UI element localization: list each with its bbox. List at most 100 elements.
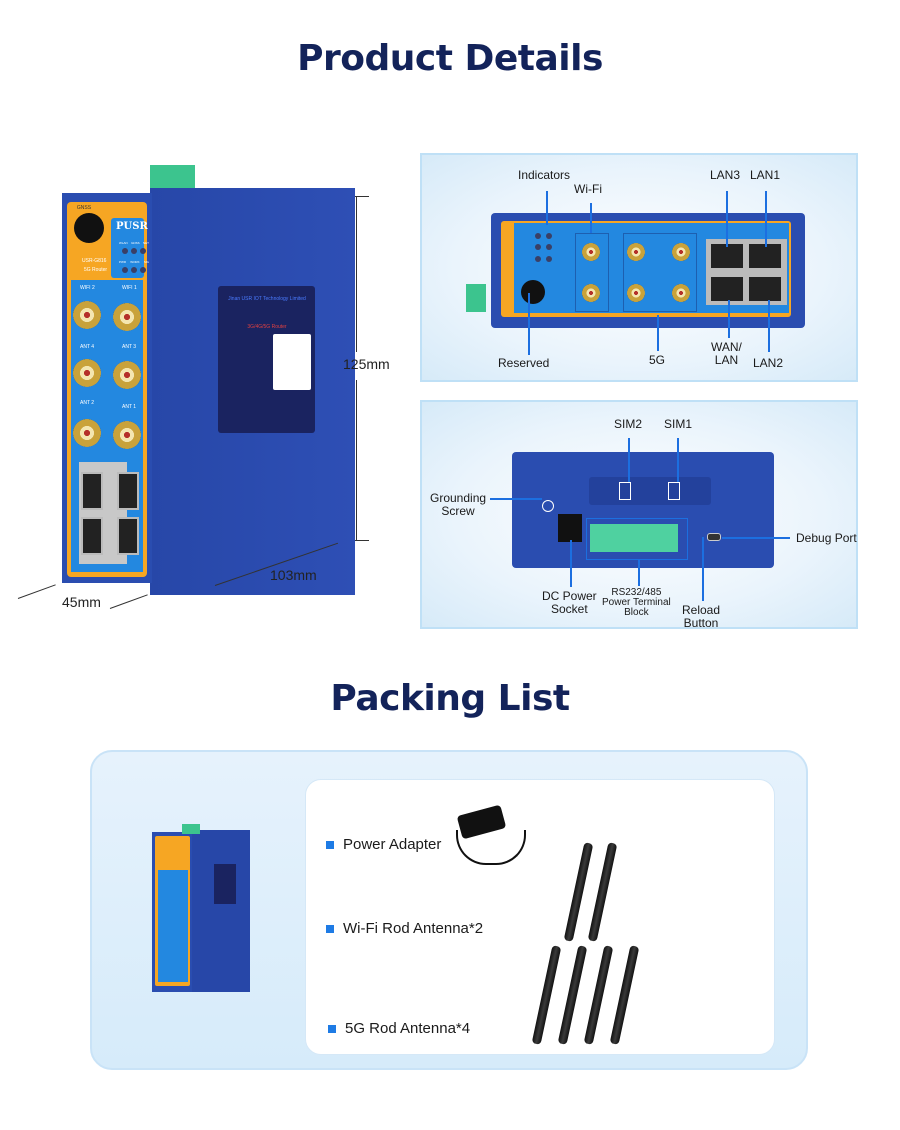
led-indicator [131, 267, 137, 273]
sim2-label: SIM2 [614, 417, 643, 431]
packing-item-label: Wi-Fi Rod Antenna*2 [343, 920, 484, 937]
5g-antenna-image [531, 945, 562, 1045]
led-indicator [546, 256, 552, 262]
packing-list-box: Power Adapter Wi-Fi Rod Antenna*2 5G Rod… [90, 750, 808, 1070]
sim1-label: SIM1 [664, 417, 693, 431]
antenna-connector [113, 361, 141, 389]
led-indicator [140, 267, 146, 273]
product-details-title: Product Details [297, 38, 603, 79]
sticker-product: 3G/4G/5G Router [247, 324, 287, 330]
led-indicator [535, 233, 541, 239]
product-sticker [214, 864, 236, 904]
gnss-label: GNSS [76, 205, 92, 211]
5g-connector [627, 243, 645, 261]
sim-tray [589, 477, 711, 505]
antenna-connector [73, 419, 101, 447]
led-label: PWR [119, 260, 126, 264]
callout-line [726, 191, 728, 247]
led-indicator [546, 244, 552, 250]
qr-code [273, 334, 311, 390]
antenna-label: ANT 3 [122, 344, 137, 350]
antenna-label: WIFI 2 [80, 285, 95, 291]
led-label: WORK [130, 260, 140, 264]
reserved-label: Reserved [498, 356, 550, 370]
sticker-company: Jinan USR IOT Technology Limited [228, 296, 306, 302]
lan3-label: LAN3 [710, 168, 741, 182]
router-image: Jinan USR IOT Technology Limited 3G/4G/5… [0, 0, 420, 640]
antenna-connector [73, 359, 101, 387]
ethernet-port [81, 472, 103, 510]
bottom-panel-diagram: SIM2 SIM1 Grounding Screw Debug Port DC … [420, 400, 858, 630]
5g-connector [627, 284, 645, 302]
terminal-block [590, 524, 678, 552]
wifi-connector [582, 243, 600, 261]
terminal-block-outline [586, 518, 688, 560]
callout-line [638, 560, 640, 586]
wifi-label: Wi-Fi [574, 182, 602, 196]
packing-item-label: Power Adapter [343, 836, 442, 853]
led-label: GNSS [131, 241, 140, 245]
terminal-block [466, 284, 486, 312]
5g-antenna-image [557, 945, 588, 1045]
dimension-line [355, 540, 369, 541]
model-sub-label: 5G Router [84, 267, 108, 273]
5g-connector [672, 284, 690, 302]
led-indicator [131, 248, 137, 254]
5g-antenna-image [609, 945, 640, 1045]
5g-antenna-image [583, 945, 614, 1045]
dimension-line [355, 196, 369, 197]
packing-item: 5G Rod Antenna*4 [328, 1020, 470, 1037]
callout-line [722, 537, 790, 539]
wifi-antenna-group [575, 233, 609, 312]
led-label: WLAN [119, 241, 128, 245]
packing-list-title: Packing List [330, 678, 570, 719]
brand-logo: PUSR [116, 221, 148, 232]
callout-line [490, 498, 542, 500]
product-sticker: Jinan USR IOT Technology Limited 3G/4G/5… [218, 286, 315, 433]
wifi-antenna-image [587, 842, 618, 942]
5g-antenna-group [623, 233, 697, 312]
power-cable [456, 830, 526, 865]
bullet-icon [326, 924, 334, 933]
terminal-block [182, 824, 200, 834]
ethernet-port [81, 517, 103, 555]
ethernet-port [117, 472, 139, 510]
5g-connector [672, 243, 690, 261]
packing-item: Power Adapter [326, 836, 441, 853]
wifi-antenna-image [563, 842, 594, 942]
lan1-label: LAN1 [750, 168, 781, 182]
reserved-port [521, 280, 545, 304]
led-indicator [535, 244, 541, 250]
model-label: USR-G816 [82, 258, 107, 264]
led-indicator [140, 248, 146, 254]
callout-line [628, 438, 630, 482]
packing-items-panel: Power Adapter Wi-Fi Rod Antenna*2 5G Rod… [305, 779, 775, 1055]
debug-port [707, 533, 721, 541]
bullet-icon [328, 1024, 336, 1033]
led-indicator [546, 233, 552, 239]
front-panel-diagram: Indicators Wi-Fi LAN3 LAN1 Reserved 5G W… [420, 153, 858, 382]
dc-socket [558, 514, 582, 542]
dc-power-socket-label: DC Power Socket [542, 589, 597, 616]
antenna-label: WIFI 1 [122, 285, 137, 291]
wan-lan-label: WAN/ LAN [711, 340, 742, 367]
led-indicator [535, 256, 541, 262]
packing-item-label: 5G Rod Antenna*4 [345, 1020, 471, 1037]
sim2-slot [619, 482, 631, 500]
router-thumbnail [192, 830, 250, 992]
callout-line [677, 438, 679, 482]
led-label: SIG [143, 260, 149, 264]
terminal-block [150, 165, 195, 192]
ground-icon [542, 500, 554, 512]
callout-line [728, 300, 730, 338]
ethernet-port [747, 275, 783, 303]
antenna-label: ANT 4 [80, 344, 95, 350]
antenna-connector [113, 421, 141, 449]
led-indicator [122, 248, 128, 254]
antenna-label: ANT 2 [80, 400, 95, 406]
antenna-connector [113, 303, 141, 331]
antenna-connector [73, 301, 101, 329]
gnss-port [74, 213, 104, 243]
